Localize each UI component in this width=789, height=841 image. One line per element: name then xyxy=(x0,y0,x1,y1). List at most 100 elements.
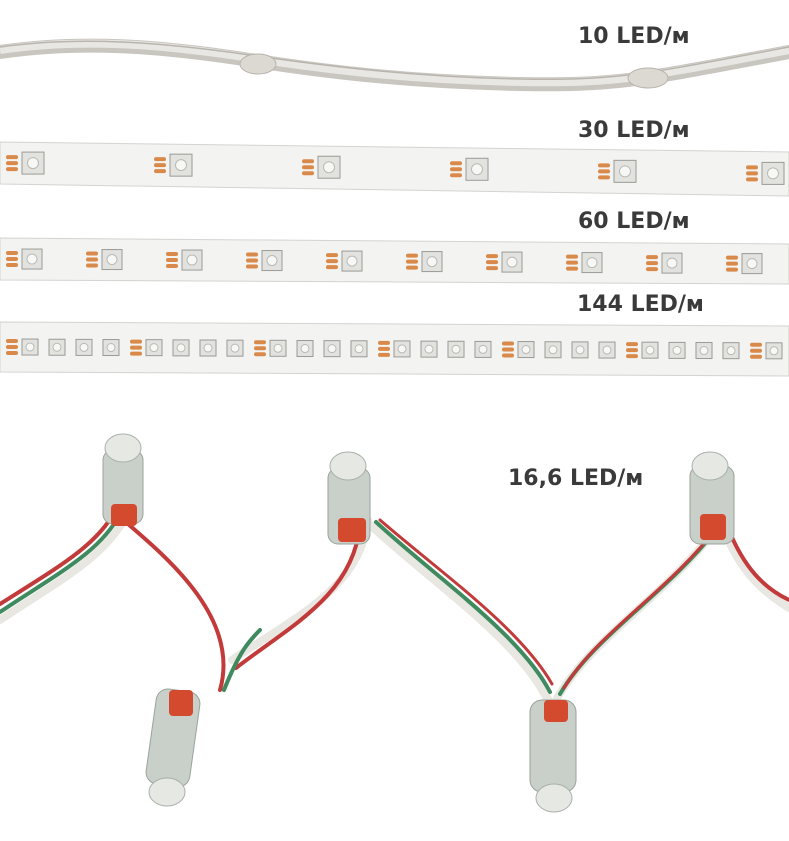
copper-pad xyxy=(6,251,18,256)
led-lens xyxy=(26,253,38,265)
copper-pad xyxy=(750,348,762,353)
led-lens xyxy=(769,346,779,356)
copper-pad xyxy=(486,254,498,259)
strip-30-led-per-m xyxy=(0,141,789,197)
led-lens xyxy=(548,345,558,355)
label-60-led-per-m: 60 LED/м xyxy=(578,209,690,234)
copper-pad xyxy=(130,345,142,350)
label-10-led-per-m: 10 LED/м xyxy=(578,24,690,49)
led-lens xyxy=(699,346,709,356)
label-30-led-per-m: 30 LED/м xyxy=(578,118,690,143)
copper-pad xyxy=(166,252,178,257)
copper-pad xyxy=(502,347,514,352)
copper-pad xyxy=(254,352,266,357)
led-bead xyxy=(239,53,277,75)
copper-pad xyxy=(450,161,462,166)
copper-pad xyxy=(326,259,338,264)
copper-pad xyxy=(486,266,498,271)
copper-pad xyxy=(378,340,390,345)
copper-pad xyxy=(378,346,390,351)
copper-pad xyxy=(566,266,578,271)
led-lens xyxy=(354,344,364,354)
led-lens xyxy=(327,344,337,354)
led-lens xyxy=(230,343,240,353)
pixel-module xyxy=(145,688,201,807)
led-lens xyxy=(186,254,198,266)
copper-pad xyxy=(646,267,658,272)
string-pixels xyxy=(0,433,789,813)
led-lens xyxy=(106,254,118,266)
copper-pad xyxy=(750,342,762,347)
copper-pad xyxy=(246,258,258,263)
copper-pad xyxy=(6,155,18,160)
copper-pad xyxy=(726,255,738,260)
copper-pad xyxy=(626,342,638,347)
strip-60-led-per-m xyxy=(0,237,789,285)
copper-pad xyxy=(6,339,18,344)
led-lens xyxy=(645,345,655,355)
led-lens xyxy=(52,342,62,352)
copper-pad xyxy=(86,251,98,256)
led-lens xyxy=(451,344,461,354)
copper-pad xyxy=(326,265,338,270)
led-lens xyxy=(346,255,358,267)
led-lens xyxy=(726,346,736,356)
copper-pad xyxy=(6,167,18,172)
copper-pad xyxy=(246,264,258,269)
copper-pad xyxy=(154,157,166,162)
copper-pad xyxy=(302,171,314,176)
led-lens xyxy=(426,256,438,268)
copper-pad xyxy=(130,339,142,344)
led-lens xyxy=(203,343,213,353)
label-16-6-led-per-m: 16,6 LED/м xyxy=(508,466,644,491)
led-lens xyxy=(424,344,434,354)
copper-pad xyxy=(6,161,18,166)
copper-pad xyxy=(406,253,418,258)
copper-pad xyxy=(378,352,390,357)
copper-pad xyxy=(502,341,514,346)
copper-pad xyxy=(566,260,578,265)
copper-pad xyxy=(166,264,178,269)
copper-pad xyxy=(406,259,418,264)
copper-pad xyxy=(154,169,166,174)
strip-144-led-per-m xyxy=(0,321,789,377)
copper-pad xyxy=(626,348,638,353)
led-lens xyxy=(672,345,682,355)
led-lens xyxy=(478,344,488,354)
led-lens xyxy=(506,256,518,268)
copper-pad xyxy=(598,169,610,174)
pixel-module xyxy=(327,451,371,545)
copper-pad xyxy=(86,257,98,262)
led-lens xyxy=(575,345,585,355)
copper-pad xyxy=(154,163,166,168)
copper-pad xyxy=(326,253,338,258)
led-lens xyxy=(176,343,186,353)
copper-pad xyxy=(626,354,638,359)
led-lens xyxy=(300,344,310,354)
copper-pad xyxy=(6,257,18,262)
copper-pad xyxy=(6,351,18,356)
copper-pad xyxy=(726,261,738,266)
copper-pad xyxy=(726,267,738,272)
copper-pad xyxy=(746,171,758,176)
copper-pad xyxy=(746,177,758,182)
pixel-module xyxy=(102,433,144,526)
led-lens xyxy=(106,343,116,353)
copper-pad xyxy=(166,258,178,263)
label-144-led-per-m: 144 LED/м xyxy=(577,292,704,317)
copper-pad xyxy=(450,173,462,178)
led-lens xyxy=(266,255,278,267)
led-lens xyxy=(746,258,758,270)
led-lens xyxy=(397,344,407,354)
copper-pad xyxy=(646,255,658,260)
copper-pad xyxy=(86,263,98,268)
copper-pad xyxy=(646,261,658,266)
copper-pad xyxy=(450,167,462,172)
led-lens xyxy=(521,345,531,355)
led-lens xyxy=(586,257,598,269)
led-lens xyxy=(619,165,631,178)
led-lens xyxy=(666,257,678,269)
copper-pad xyxy=(750,354,762,359)
copper-pad xyxy=(6,263,18,268)
